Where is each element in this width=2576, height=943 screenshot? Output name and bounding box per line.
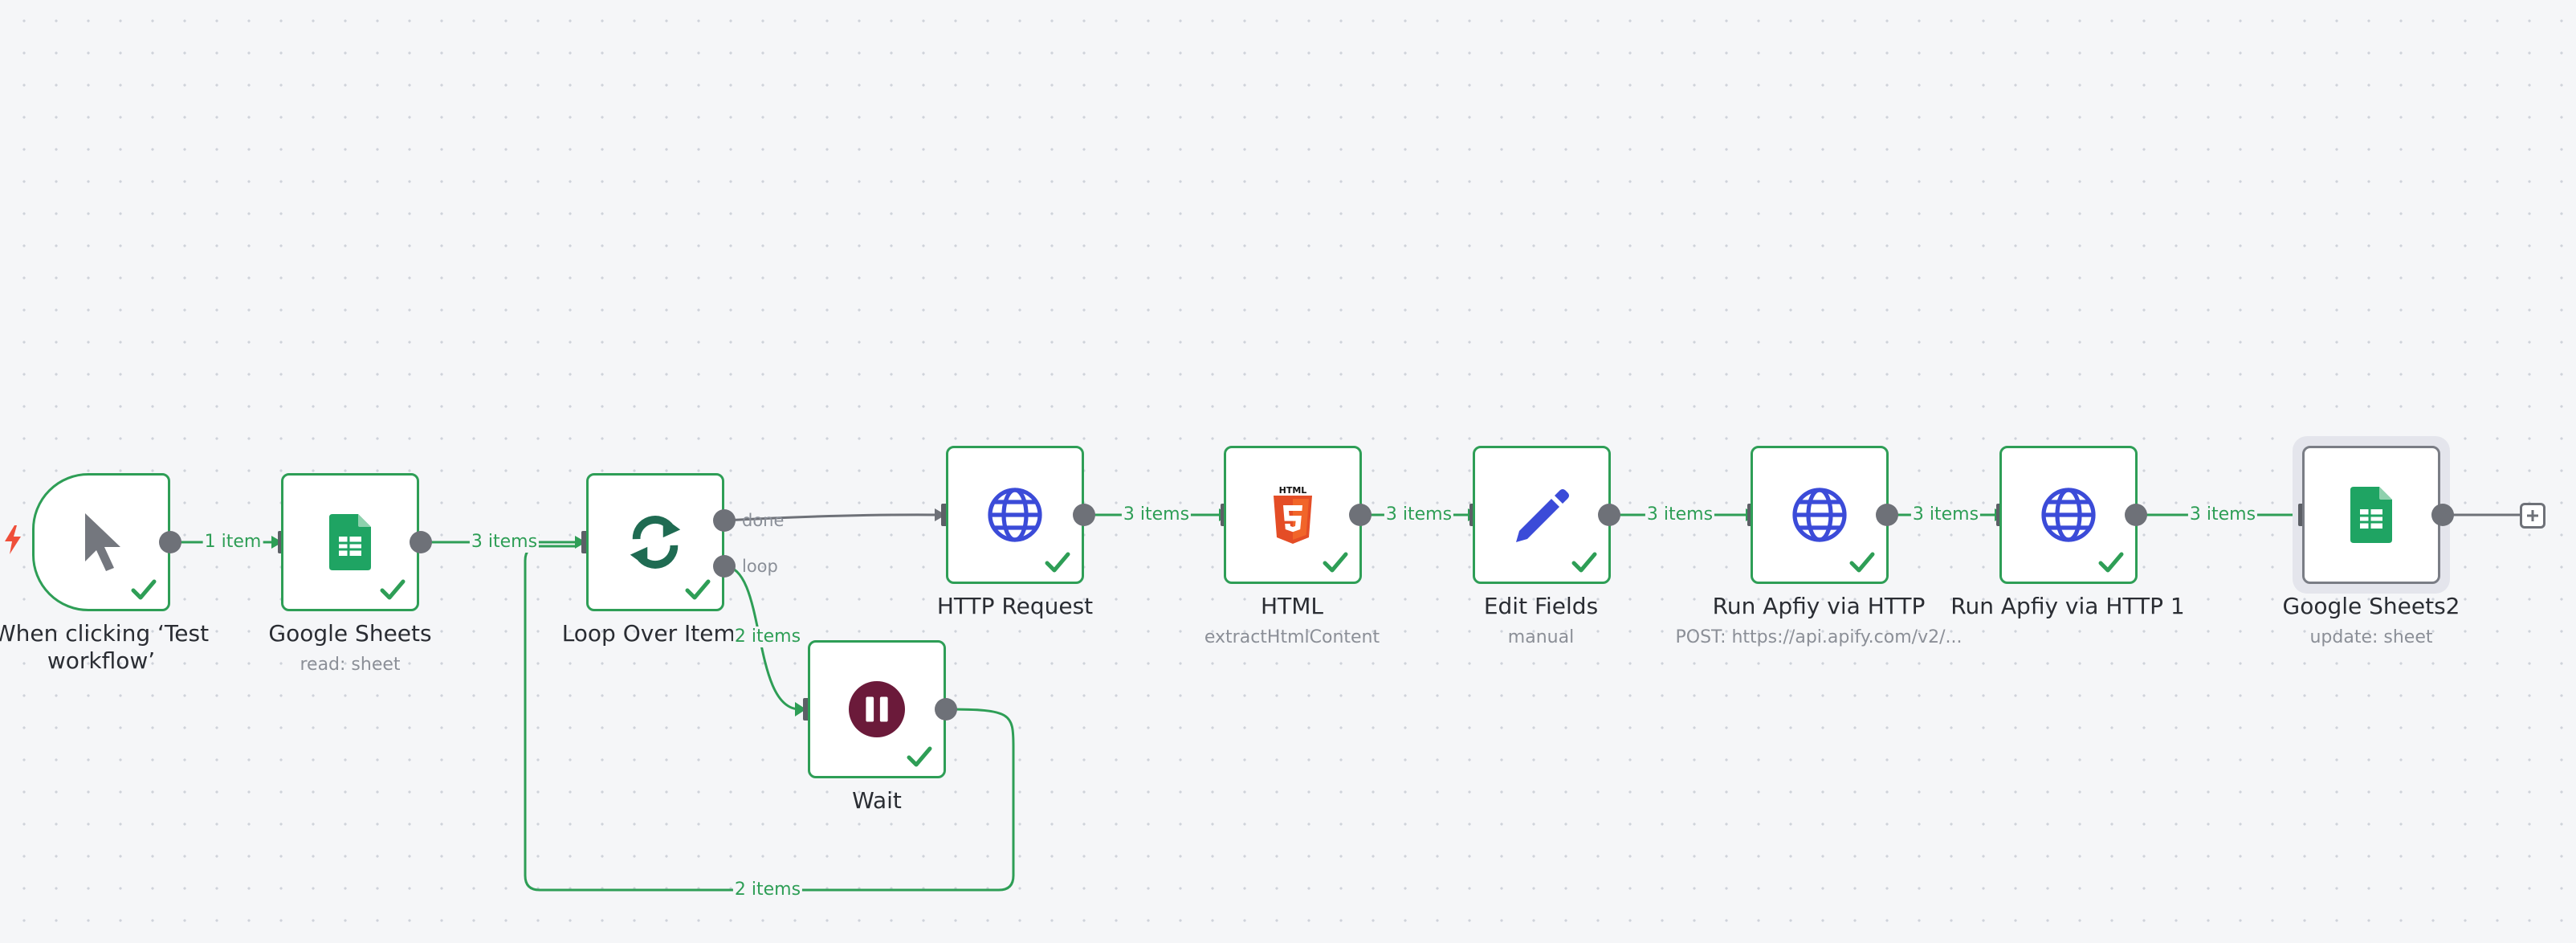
node-manual-trigger[interactable] [32,473,170,611]
globe-icon [988,488,1042,542]
trigger-bolt-icon [5,525,21,554]
edge-label: 3 items [1384,504,1454,525]
globe-icon [2041,488,2096,542]
success-check-icon [131,579,157,600]
html5-badge-text: HTML [1278,485,1307,496]
output-handle-done[interactable] [713,509,736,532]
node-title: HTTP Request [936,593,1094,619]
node-subtitle: POST: https://api.apify.com/v2/... [1675,627,1963,647]
node-subtitle: manual [1507,627,1575,647]
node-title: Edit Fields [1483,593,1599,619]
success-check-icon [1571,552,1597,573]
output-handle[interactable] [1349,504,1372,526]
node-loop-over-items[interactable] [586,473,724,611]
loop-arrows-icon [630,516,681,569]
input-handle[interactable] [581,531,589,553]
output-handle[interactable] [1073,504,1095,526]
success-check-icon [1323,552,1348,573]
edge-label: 3 items [1121,504,1192,525]
add-node-button[interactable] [2520,503,2545,529]
google-sheets-icon [2350,487,2392,543]
success-check-icon [1045,552,1070,573]
edge-label: 1 item [202,532,263,553]
node-title: Run Apfiy via HTTP [1712,593,1926,619]
success-check-icon [2098,552,2124,573]
edge-label: 3 items [469,532,540,553]
edge-loop-http [723,513,939,522]
output-handle[interactable] [410,531,432,553]
globe-icon [1792,488,1847,542]
output-handle[interactable] [1598,504,1620,526]
node-google-sheets[interactable] [281,473,419,611]
output-handle-loop[interactable] [713,555,736,578]
google-sheets-icon [329,514,371,570]
node-title: Google Sheets [268,620,432,647]
output-handle[interactable] [1876,504,1898,526]
edge-wait-loop [524,545,1015,892]
node-title: Wait [852,787,902,814]
cursor-pointer-icon [85,513,120,571]
success-check-icon [380,579,406,600]
success-check-icon [685,579,711,600]
success-check-icon [907,746,932,767]
node-title: Loop Over Items [561,620,748,647]
node-title: Run Apfiy via HTTP 1 [1950,593,2185,619]
output-label-done: done [742,511,785,530]
output-handle[interactable] [935,698,957,721]
node-run-apify-http[interactable] [1751,446,1889,584]
output-handle[interactable] [2431,504,2454,526]
node-title: When clicking ‘Test workflow’ [0,620,210,674]
output-handle[interactable] [2125,504,2147,526]
input-handle[interactable] [803,698,811,721]
node-subtitle: read: sheet [300,655,401,675]
html5-icon: HTML [1272,486,1314,544]
node-subtitle: update: sheet [2309,627,2433,647]
output-handle[interactable] [159,531,181,553]
input-handle[interactable] [941,504,949,526]
node-html[interactable]: HTML [1224,446,1362,584]
pencil-icon [1516,489,1569,542]
output-label-loop: loop [742,557,778,576]
edge-label: 3 items [2187,504,2258,525]
node-edit-fields[interactable] [1473,446,1611,584]
node-run-apify-http-1[interactable] [1999,446,2138,584]
node-wait[interactable] [808,640,946,778]
edge-label: 2 items [732,627,803,647]
node-http-request[interactable] [946,446,1084,584]
edge-label: 2 items [732,880,803,900]
plus-icon [2527,510,2538,521]
edge-label: 3 items [1645,504,1715,525]
edge-label: 3 items [1910,504,1981,525]
node-title: Google Sheets2 [2282,593,2460,619]
pause-icon [849,681,905,737]
node-subtitle: extractHtmlContent [1204,627,1380,647]
html5-shield-icon [1274,496,1312,544]
success-check-icon [1849,552,1875,573]
node-title: HTML [1261,593,1323,619]
node-google-sheets2[interactable] [2302,446,2440,584]
